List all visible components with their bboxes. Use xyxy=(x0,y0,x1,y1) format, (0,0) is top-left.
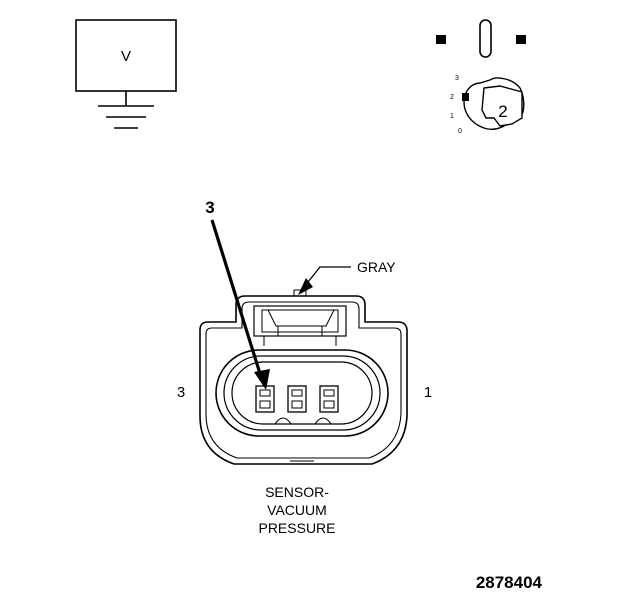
connector-name: SENSOR- VACUUM PRESSURE xyxy=(258,484,335,536)
connector-name-line-1: SENSOR- xyxy=(265,484,329,500)
connector-name-line-2: VACUUM xyxy=(267,502,327,518)
terminal-callout: 3 xyxy=(205,198,270,390)
terminal-label-left: 3 xyxy=(177,384,185,401)
figure-number: 2878404 xyxy=(476,573,543,592)
color-label: GRAY xyxy=(357,259,396,275)
dial-scale-0: 0 xyxy=(458,128,462,135)
connector-face xyxy=(199,289,408,465)
terminal-cavity-2 xyxy=(287,385,307,413)
voltmeter-label: V xyxy=(121,48,131,65)
connector-name-line-3: PRESSURE xyxy=(258,520,335,536)
callout-number: 3 xyxy=(205,198,214,217)
ground-icon xyxy=(98,105,154,129)
color-callout: GRAY xyxy=(298,259,396,295)
key-blade-icon xyxy=(479,19,492,58)
terminal-cavity-1 xyxy=(319,385,339,413)
dial-scale-1: 1 xyxy=(450,113,454,120)
ignition-switch-icon: 3 2 1 0 2 xyxy=(436,19,526,135)
terminal-cavity-3 xyxy=(255,385,275,413)
terminal-cavities xyxy=(255,385,339,413)
voltmeter-symbol: V xyxy=(75,19,177,129)
terminal-label-right: 1 xyxy=(424,384,432,401)
dial-scale-2: 2 xyxy=(450,94,454,101)
dial-scale-3: 3 xyxy=(455,75,459,82)
dial-setting: 2 xyxy=(498,102,507,121)
